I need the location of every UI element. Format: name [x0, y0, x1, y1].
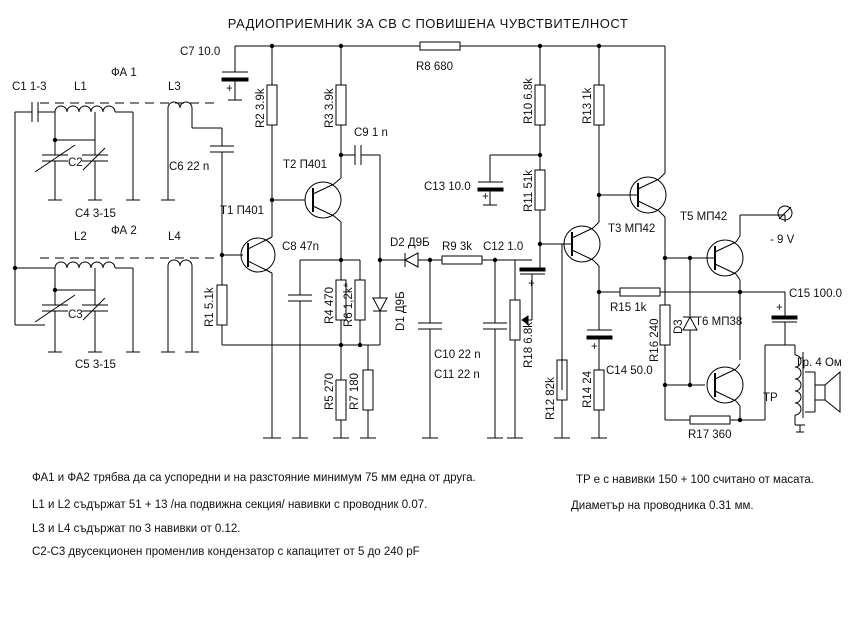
- label-l2: L2: [74, 231, 87, 243]
- inductor-l3: [167, 101, 193, 109]
- label-c14: C14 50.0: [606, 365, 653, 377]
- label-r17: R17 360: [688, 429, 731, 441]
- label-speaker: Гр. 4 Ом: [797, 357, 842, 369]
- transistor-t2: [304, 181, 342, 219]
- resistor-r7: [362, 369, 374, 411]
- label-c15: C15 100.0: [789, 288, 842, 300]
- supply-terminal-icon: [777, 205, 793, 221]
- label-c5: C5 3-15: [75, 359, 116, 371]
- label-c13-plus: +: [482, 191, 489, 203]
- label-t2: T2 П401: [283, 159, 327, 171]
- label-r4: R4 470: [324, 287, 336, 324]
- potentiometer-r18: [509, 299, 521, 341]
- label-r13: R13 1k: [582, 87, 594, 124]
- capacitor-c15: [771, 315, 798, 320]
- label-d1: D1 Д9Б: [395, 291, 407, 331]
- label-c3: C3: [68, 309, 83, 321]
- label-t3: T3 МП42: [608, 223, 655, 235]
- label-fa2: ФА 2: [111, 225, 137, 237]
- label-r6: R6 1,2k*: [343, 282, 355, 327]
- resistor-r13: [593, 84, 605, 126]
- label-c13: C13 10.0: [424, 181, 471, 193]
- label-c10: C10 22 n: [434, 349, 481, 361]
- note-wire-diameter: Диаметър на проводника 0.31 мм.: [571, 500, 754, 512]
- note-transformer-windings: TP е с навивки 150 + 100 считано от маса…: [576, 474, 814, 486]
- label-c7-plus: +: [226, 83, 233, 95]
- label-r16: R16 240: [649, 319, 661, 362]
- label-c12: C12 1.0: [483, 241, 523, 253]
- resistor-r8: [419, 41, 461, 51]
- label-r7: R7 180: [349, 373, 361, 410]
- label-t5: T5 МП42: [680, 211, 727, 223]
- resistor-r1: [216, 284, 228, 326]
- speaker-icon: [814, 384, 826, 401]
- resistor-r10: [534, 84, 546, 126]
- diode-d1: [372, 297, 388, 313]
- label-c6: C6 22 n: [169, 161, 209, 173]
- label-r9: R9 3k: [442, 241, 472, 253]
- label-r14: R14 24: [582, 370, 594, 408]
- label-r18: R18 6.8k: [523, 322, 535, 368]
- resistor-r2: [266, 84, 278, 126]
- label-fa1: ФА 1: [111, 67, 137, 79]
- note-l3-l4-windings: L3 и L4 съдържат по 3 навивки от 0.12.: [32, 523, 241, 535]
- resistor-r5: [335, 379, 347, 421]
- label-t6: T6 МП38: [695, 316, 742, 328]
- resistor-r11: [534, 169, 546, 211]
- label-t1: T1 П401: [220, 205, 264, 217]
- label-r2: R2 3.9k: [255, 88, 267, 128]
- inductor-l4: [167, 259, 193, 267]
- inductor-l2: [54, 261, 116, 269]
- label-r12: R12 82k: [545, 377, 557, 420]
- diagram-title: РАДИОПРИЕМНИК ЗА СВ С ПОВИШЕНА ЧУВСТВИТЕ…: [228, 16, 629, 31]
- note-c2-c3-capacitor: C2-C3 двусекционен променлив кондензатор…: [32, 546, 420, 558]
- note-antenna-spacing: ФА1 и ФА2 трябва да са успоредни и на ра…: [32, 472, 476, 484]
- inductor-l1: [54, 105, 116, 113]
- label-r10: R10 6.8k: [523, 78, 535, 124]
- label-c8: C8 47n: [282, 241, 319, 253]
- label-c15-plus: +: [776, 302, 783, 314]
- label-r3: R3 3.9k: [324, 88, 336, 128]
- label-r11: R11 51k: [523, 170, 535, 212]
- label-c7: C7 10.0: [180, 46, 220, 58]
- label-l4: L4: [168, 231, 181, 243]
- label-tr: TP: [763, 392, 778, 404]
- resistor-r15: [619, 287, 661, 297]
- label-d3: D3: [673, 319, 685, 334]
- resistor-r6: [354, 279, 366, 321]
- transformer-tr: [794, 354, 802, 416]
- label-l3: L3: [168, 81, 181, 93]
- resistor-r9: [441, 255, 483, 265]
- label-supply: - 9 V: [770, 234, 795, 246]
- label-c1: C1 1-3: [12, 81, 47, 93]
- diode-d2: [403, 252, 419, 268]
- label-d2: D2 Д9Б: [390, 237, 430, 249]
- label-c2: C2: [68, 157, 83, 169]
- resistor-r3: [335, 84, 347, 126]
- transistor-t6: [706, 366, 744, 404]
- label-r5: R5 270: [324, 373, 336, 410]
- label-l1: L1: [74, 81, 87, 93]
- label-c11: C11 22 n: [434, 369, 480, 381]
- label-c14-plus: +: [591, 341, 598, 353]
- label-c4: C4 3-15: [75, 208, 116, 220]
- label-r15: R15 1k: [610, 302, 647, 314]
- label-r1: R1 5.1k: [204, 287, 216, 327]
- label-c9: C9 1 n: [354, 127, 388, 139]
- resistor-r16: [659, 304, 671, 346]
- resistor-r14: [593, 369, 605, 411]
- label-c12-plus: +: [528, 278, 535, 290]
- label-r8: R8 680: [416, 61, 453, 73]
- transistor-t1: [240, 237, 276, 273]
- resistor-r17: [689, 415, 731, 425]
- note-l1-l2-windings: L1 и L2 съдържат 51 + 13 /на подвижна се…: [32, 499, 428, 511]
